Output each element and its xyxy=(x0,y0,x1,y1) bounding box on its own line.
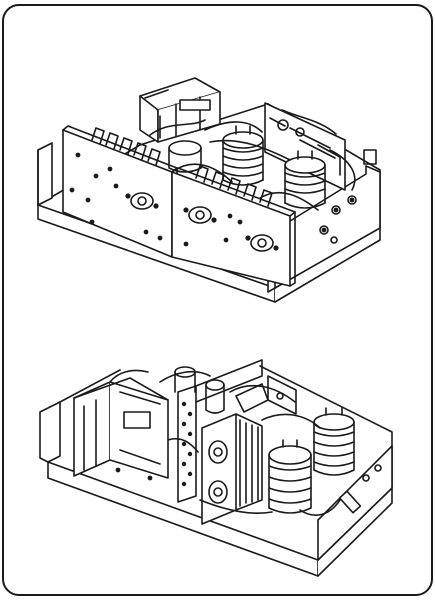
filter-capacitor xyxy=(222,125,264,186)
heatsink-board-left xyxy=(62,125,178,258)
filter-capacitor xyxy=(313,407,355,476)
power-transformer xyxy=(139,77,221,143)
rectifier-heatsink xyxy=(201,413,263,525)
page-border xyxy=(2,4,433,596)
heatsink-board-right xyxy=(171,165,296,287)
amplifier-chassis-top-view xyxy=(37,77,381,303)
component-board xyxy=(177,359,263,503)
mains-transformer xyxy=(73,377,169,481)
filter-capacitor xyxy=(284,150,326,209)
power-supply-chassis-bottom-view xyxy=(39,359,393,577)
chassis-left-wall xyxy=(37,142,53,206)
wiring xyxy=(159,370,341,516)
wiring xyxy=(149,119,319,211)
power-switch xyxy=(338,490,362,514)
terminal-connectors xyxy=(319,149,377,244)
chassis-left-wall xyxy=(39,401,61,463)
filter-capacitor xyxy=(268,439,312,514)
